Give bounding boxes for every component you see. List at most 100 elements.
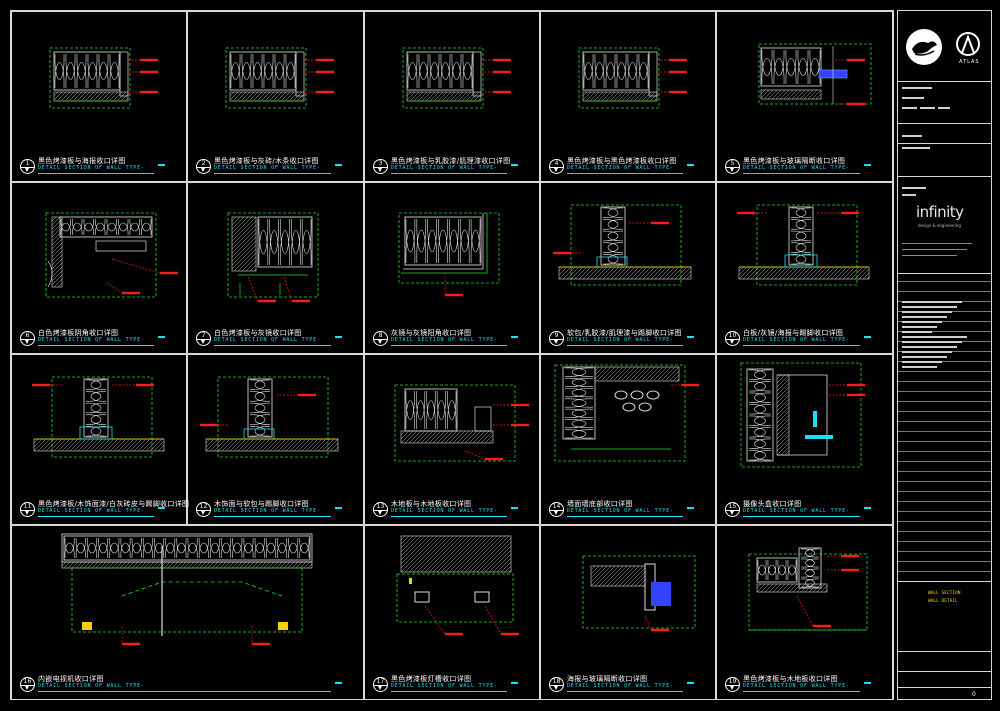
title-tick: [864, 164, 871, 166]
title-underline: [567, 345, 683, 346]
detail-number: 9: [554, 332, 559, 339]
title-tick: [864, 507, 871, 509]
title-tick: [335, 507, 342, 509]
title-underline: [743, 691, 860, 692]
title-block: ATLAS infinity design & engineering WALL…: [897, 10, 992, 700]
title-underline: [391, 691, 507, 692]
detail-title-zh: 黑色烤漆板与灰砖/木条收口详图: [214, 157, 319, 165]
detail-number-badge: 7: [196, 331, 211, 346]
section-drawing: [748, 547, 868, 631]
detail-number: 11: [23, 503, 32, 510]
section-drawing: [402, 47, 511, 109]
detail-number-badge: 13: [373, 502, 388, 517]
section-drawing: [554, 364, 699, 462]
title-underline: [38, 691, 331, 692]
section-drawing: [32, 376, 165, 458]
detail-title-zh: 黑色烤漆板与木地板收口详图: [743, 675, 838, 683]
detail-number: 15: [728, 503, 737, 510]
section-drawing: [396, 535, 519, 636]
title-tick: [335, 336, 342, 338]
title-underline: [567, 516, 683, 517]
detail-title-zh: 灰镜与灰镜阳角收口详图: [391, 329, 472, 337]
detail-number: 2: [201, 160, 206, 167]
detail-number: 14: [552, 503, 561, 510]
title-tick: [335, 164, 342, 166]
section-drawing: [737, 204, 870, 286]
detail-title-en: DETAIL SECTION OF WALL TYPE-: [391, 683, 498, 689]
section-drawing: [225, 47, 334, 109]
detail-number: 4: [554, 160, 559, 167]
detail-number: 17: [376, 678, 385, 685]
title-underline: [391, 345, 507, 346]
detail-number-badge: 15: [725, 502, 740, 517]
detail-number-badge: 5: [725, 159, 740, 174]
detail-number-badge: 12: [196, 502, 211, 517]
section-drawing: [578, 47, 687, 109]
bird-icon: [912, 41, 937, 56]
section-drawing: [49, 47, 158, 109]
detail-number-badge: 1: [20, 159, 35, 174]
detail-title-en: DETAIL SECTION OF WALL TYPE-: [214, 337, 321, 343]
detail-number-badge: 17: [373, 677, 388, 692]
section-drawing: [553, 204, 692, 286]
infinity-subtitle: design & engineering: [918, 223, 961, 228]
detail-title-en: DETAIL SECTION OF WALL TYPE-: [567, 508, 674, 514]
detail-title-en: DETAIL SECTION OF WALL TYPE-: [743, 508, 850, 514]
detail-number-badge: 2: [196, 159, 211, 174]
detail-title-en: DETAIL SECTION OF WALL TYPE-: [38, 337, 145, 343]
detail-number: 10: [728, 332, 737, 339]
section-drawing: [394, 384, 529, 462]
detail-number: 3: [378, 160, 383, 167]
title-underline: [214, 173, 331, 174]
title-tick: [158, 336, 165, 338]
title-underline: [214, 345, 331, 346]
atlas-label: ATLAS: [959, 59, 980, 65]
detail-title-en: DETAIL SECTION OF WALL TYPE-: [567, 683, 674, 689]
detail-number-badge: 4: [549, 159, 564, 174]
detail-title-zh: 海报与玻璃隔断收口详图: [567, 675, 648, 683]
title-tick: [687, 336, 694, 338]
detail-number: 8: [378, 332, 383, 339]
detail-number-badge: 3: [373, 159, 388, 174]
title-tick: [511, 336, 518, 338]
detail-number: 19: [728, 678, 737, 685]
title-tick: [335, 682, 342, 684]
detail-number-badge: 16: [20, 677, 35, 692]
title-tick: [511, 682, 518, 684]
detail-title-zh: 墙面墙底部收口详图: [567, 500, 633, 508]
detail-title-en: DETAIL SECTION OF WALL TYPE-: [743, 683, 850, 689]
detail-number: 18: [552, 678, 561, 685]
detail-title-zh: 白色烤漆板阴角收口详图: [38, 329, 119, 337]
sheet-item-1: WALL SECTION: [928, 591, 961, 596]
detail-title-zh: 白板/灰镜/海报与踢脚收口详图: [743, 329, 844, 337]
title-tick: [687, 507, 694, 509]
sheet-number: 0: [972, 691, 976, 698]
detail-number-badge: 18: [549, 677, 564, 692]
detail-title-en: DETAIL SECTION OF WALL TYPE-: [743, 337, 850, 343]
detail-title-en: DETAIL SECTION OF WALL TYPE-: [567, 165, 674, 171]
title-underline: [743, 173, 860, 174]
title-underline: [567, 691, 683, 692]
title-tick: [687, 164, 694, 166]
detail-number-badge: 9: [549, 331, 564, 346]
section-drawing: [758, 43, 872, 106]
title-underline: [391, 516, 507, 517]
title-underline: [38, 516, 154, 517]
tb-divider: [898, 81, 991, 82]
title-tick: [864, 682, 871, 684]
